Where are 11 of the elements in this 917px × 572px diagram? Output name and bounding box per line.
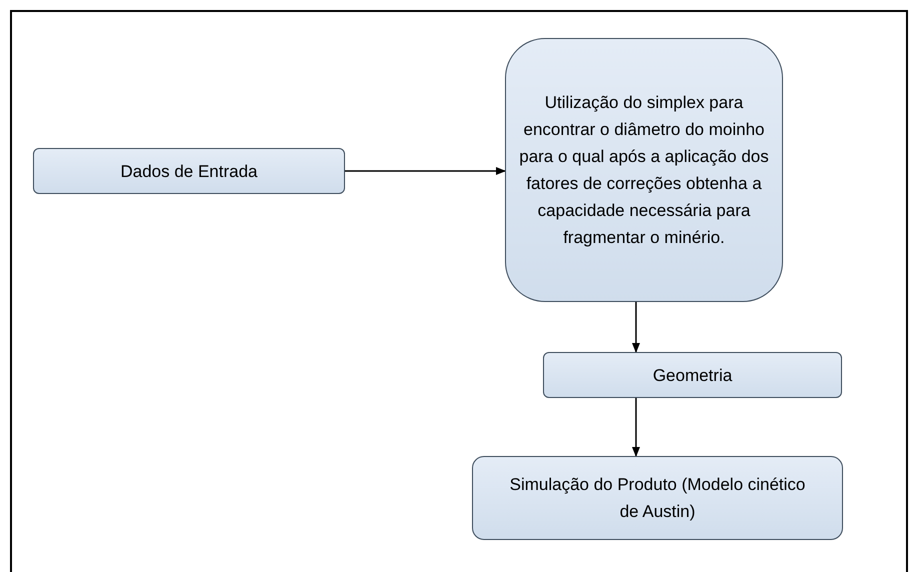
process-box bbox=[543, 352, 842, 398]
arrow bbox=[632, 302, 640, 353]
box-text: Utilização do simplex para encontrar o diâmetro do moinho para o qual após a aplicação dos fatores de correções obtenha a capacidade necessária para fragmentar o minério. bbox=[518, 92, 770, 249]
process-box bbox=[505, 38, 783, 302]
box-text: Geometria bbox=[652, 364, 732, 386]
arrow bbox=[632, 398, 640, 457]
process-box bbox=[33, 148, 345, 194]
box-text: Dados de Entrada bbox=[120, 160, 258, 182]
box-text: Simulação do Produto (Modelo cinético de Austin) bbox=[508, 474, 806, 523]
process-box bbox=[472, 456, 843, 540]
arrow bbox=[345, 167, 506, 175]
